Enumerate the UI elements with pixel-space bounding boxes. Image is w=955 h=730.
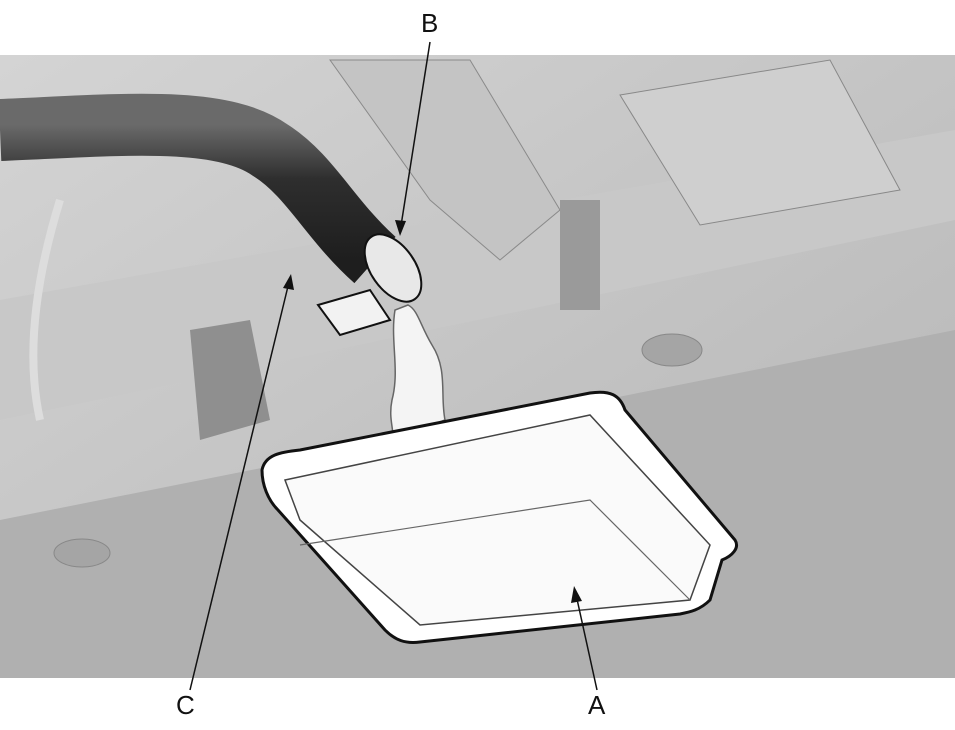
bracket bbox=[619, 59, 901, 226]
plug-hole-left bbox=[53, 538, 111, 568]
drain-pan bbox=[260, 390, 738, 644]
drain-hose bbox=[0, 93, 397, 284]
upper-hose bbox=[329, 59, 561, 261]
callout-label-b: B bbox=[421, 8, 439, 38]
callout-label-c: C bbox=[176, 690, 195, 720]
tab bbox=[560, 200, 600, 310]
hose-clamp bbox=[316, 233, 423, 337]
bracket-left bbox=[190, 320, 270, 440]
plug-hole bbox=[641, 333, 703, 367]
callout-label-a: A bbox=[588, 690, 606, 720]
cable bbox=[29, 198, 64, 421]
leader-line-c bbox=[189, 277, 291, 691]
leader-line-b bbox=[399, 41, 431, 233]
leader-line-a bbox=[574, 589, 598, 691]
